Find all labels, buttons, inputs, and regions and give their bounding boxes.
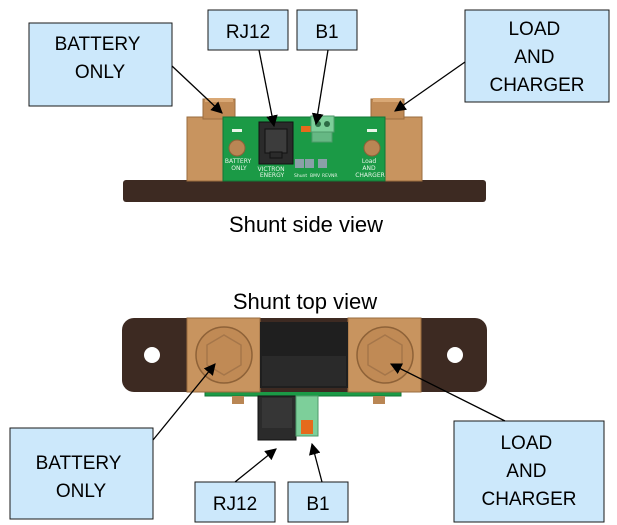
side-rj12-jack: [258, 121, 294, 165]
top-arrow-b1: [309, 442, 323, 483]
top-callout-b1: B1: [287, 481, 349, 523]
svg-text:Load AND CHARGER: Load AND CHARGER: [355, 158, 385, 179]
top-right-bolt: [356, 326, 414, 384]
top-view: Shunt top view: [9, 289, 605, 523]
top-arrow-load: [389, 363, 506, 422]
side-arrow-rj12: [258, 49, 278, 128]
svg-text:LOAD AND CHARG: LOAD AND CHARGER: [481, 433, 576, 510]
svg-text:BATTERY ONLY: BATTERY ONLY: [55, 34, 146, 83]
side-arrow-b1: [311, 49, 329, 126]
pcb-pin-1: Shunt: [294, 173, 307, 179]
side-view: BATTERY ONLY Load AND CHARGER VICTRON EN…: [28, 9, 610, 237]
side-callout-battery-line-1: BATTERY: [55, 34, 141, 55]
side-arrow-battery: [171, 65, 223, 114]
top-callout-rj12-label: RJ12: [213, 494, 257, 515]
pcb-brand-1: VICTRON: [257, 166, 284, 173]
side-b1-connector: [310, 115, 335, 143]
top-view-caption: Shunt top view: [233, 289, 377, 314]
side-callout-battery: BATTERY ONLY: [28, 22, 173, 107]
side-callout-rj12-label: RJ12: [226, 22, 270, 43]
side-callout-load-line-2: AND: [514, 47, 554, 68]
top-callout-load: LOAD AND CHARGER: [453, 420, 605, 523]
side-right-screw: [363, 139, 381, 157]
pcb-pin-3: REVNR: [322, 173, 338, 179]
svg-text:VICTRON ENERGY: VICTRON ENERGY: [257, 166, 286, 179]
side-left-screw: [228, 139, 246, 157]
svg-text:LOAD AND CHARG: LOAD AND CHARGER: [489, 19, 584, 96]
top-callout-load-line-3: CHARGER: [481, 489, 576, 510]
top-callout-battery: BATTERY ONLY: [9, 427, 154, 520]
top-callout-b1-label: B1: [306, 494, 329, 515]
pcb-pin-2: BMV: [310, 173, 321, 179]
top-left-mount-hole: [144, 347, 160, 363]
side-arrow-load: [394, 61, 466, 112]
pcb-right-label-1: Load: [362, 158, 377, 165]
pcb-left-label-1: BATTERY: [225, 158, 252, 165]
top-callout-battery-line-2: ONLY: [56, 481, 107, 502]
side-callout-b1-label: B1: [315, 22, 338, 43]
top-left-bolt: [195, 326, 253, 384]
top-arrow-battery: [152, 363, 216, 441]
top-rj12-jack: [257, 395, 297, 441]
side-callout-b1: B1: [296, 9, 358, 51]
top-callout-load-line-1: LOAD: [500, 433, 552, 454]
side-callout-load-line-1: LOAD: [508, 19, 560, 40]
svg-text:BATTERY ONLY: BATTERY ONLY: [225, 158, 253, 172]
svg-text:Shunt BMV REVNR: Shunt BMV REVNR: [294, 173, 338, 179]
top-callout-battery-line-1: BATTERY: [36, 453, 122, 474]
top-b1-connector: [295, 395, 319, 437]
top-arrow-rj12: [234, 448, 277, 483]
pcb-right-label-2: AND: [362, 165, 376, 172]
side-callout-rj12: RJ12: [207, 9, 289, 51]
pcb-left-label-2: ONLY: [231, 165, 247, 172]
side-callout-load: LOAD AND CHARGER: [464, 9, 610, 103]
side-base-plate: [123, 180, 486, 202]
top-right-mount-hole: [447, 347, 463, 363]
side-view-caption: Shunt side view: [229, 212, 383, 237]
svg-text:BATTERY ONLY: BATTERY ONLY: [36, 453, 127, 502]
side-callout-load-line-3: CHARGER: [489, 75, 584, 96]
side-callout-battery-line-2: ONLY: [75, 62, 126, 83]
pcb-brand-2: ENERGY: [260, 172, 285, 179]
top-callout-load-line-2: AND: [506, 461, 546, 482]
top-callout-rj12: RJ12: [194, 481, 276, 523]
pcb-right-label-3: CHARGER: [355, 172, 385, 179]
